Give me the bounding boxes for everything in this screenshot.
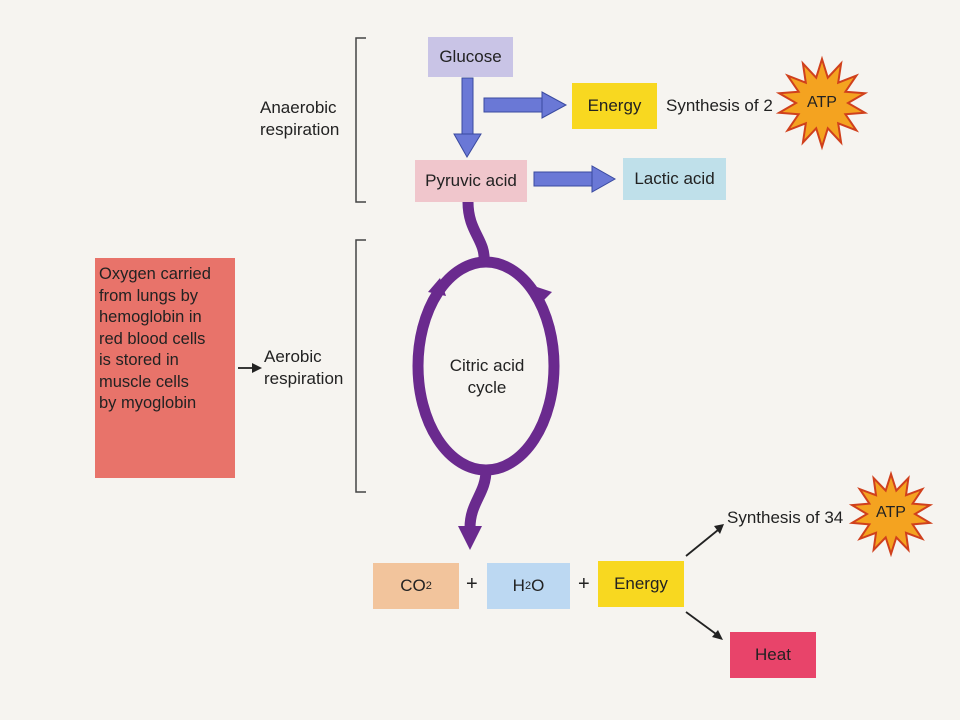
oxygen-line: by myoglobin [99,394,197,412]
glucose-box: Glucose [428,37,513,77]
citric-label-line1: Citric acid [449,356,525,375]
aerobic-label: Aerobic respiration [264,346,343,390]
oxygen-line: muscle cells [99,372,189,391]
citric-label-line2: cycle [467,378,507,397]
h2o-subscript: 2 [524,580,532,592]
pyruvic-to-lactic-arrow [533,165,617,193]
atp-label-top: ATP [807,94,837,111]
plus-sign-2: + [578,573,590,595]
anaerobic-label-line1: Anaerobic [260,98,337,117]
citric-acid-cycle-loop [412,201,560,550]
oxygen-line: from lungs by [99,286,199,305]
anaerobic-bracket [355,37,366,203]
oxygen-line: is stored in [99,351,179,369]
anaerobic-label: Anaerobic respiration [260,97,339,141]
oxygen-line: red blood cells [99,329,206,348]
oxygen-line: hemoglobin in [99,308,202,326]
aerobic-label-line2: respiration [264,369,344,388]
co2-text: CO [400,576,426,595]
plus-sign-1: + [466,573,478,595]
atp-label-bottom: ATP [876,504,906,521]
atp-starburst-bottom [848,470,934,558]
atp-starburst-top [775,55,869,151]
synthesis-34-label: Synthesis of 34 [727,508,844,527]
glucose-to-energy-arrow [483,91,568,119]
energy-to-synthesis-arrow [685,524,724,557]
oxygen-storage-text: Oxygen carried from lungs by hemoglobin … [99,264,211,415]
glucose-to-pyruvic-arrow [453,77,482,158]
oxygen-to-aerobic-arrow [238,363,262,373]
oxygen-line: Oxygen carried [99,265,211,283]
co2-subscript: 2 [425,580,432,592]
oxygen-storage-box: Oxygen carried from lungs by hemoglobin … [95,258,235,478]
pyruvic-acid-box: Pyruvic acid [415,160,527,202]
h2o-o-text: O [531,576,545,595]
h2o-h-text: H [512,576,525,595]
aerobic-label-line1: Aerobic [264,347,322,366]
synthesis-2-label: Synthesis of 2 [666,96,773,115]
anaerobic-label-line2: respiration [260,120,340,139]
lactic-acid-box: Lactic acid [623,158,726,200]
citric-acid-cycle-label: Citric acid cycle [444,355,530,399]
energy-to-heat-arrow [685,611,723,640]
heat-box: Heat [730,632,816,678]
energy-box-bottom: Energy [598,561,684,607]
energy-box-top: Energy [572,83,657,129]
aerobic-bracket [355,239,366,493]
